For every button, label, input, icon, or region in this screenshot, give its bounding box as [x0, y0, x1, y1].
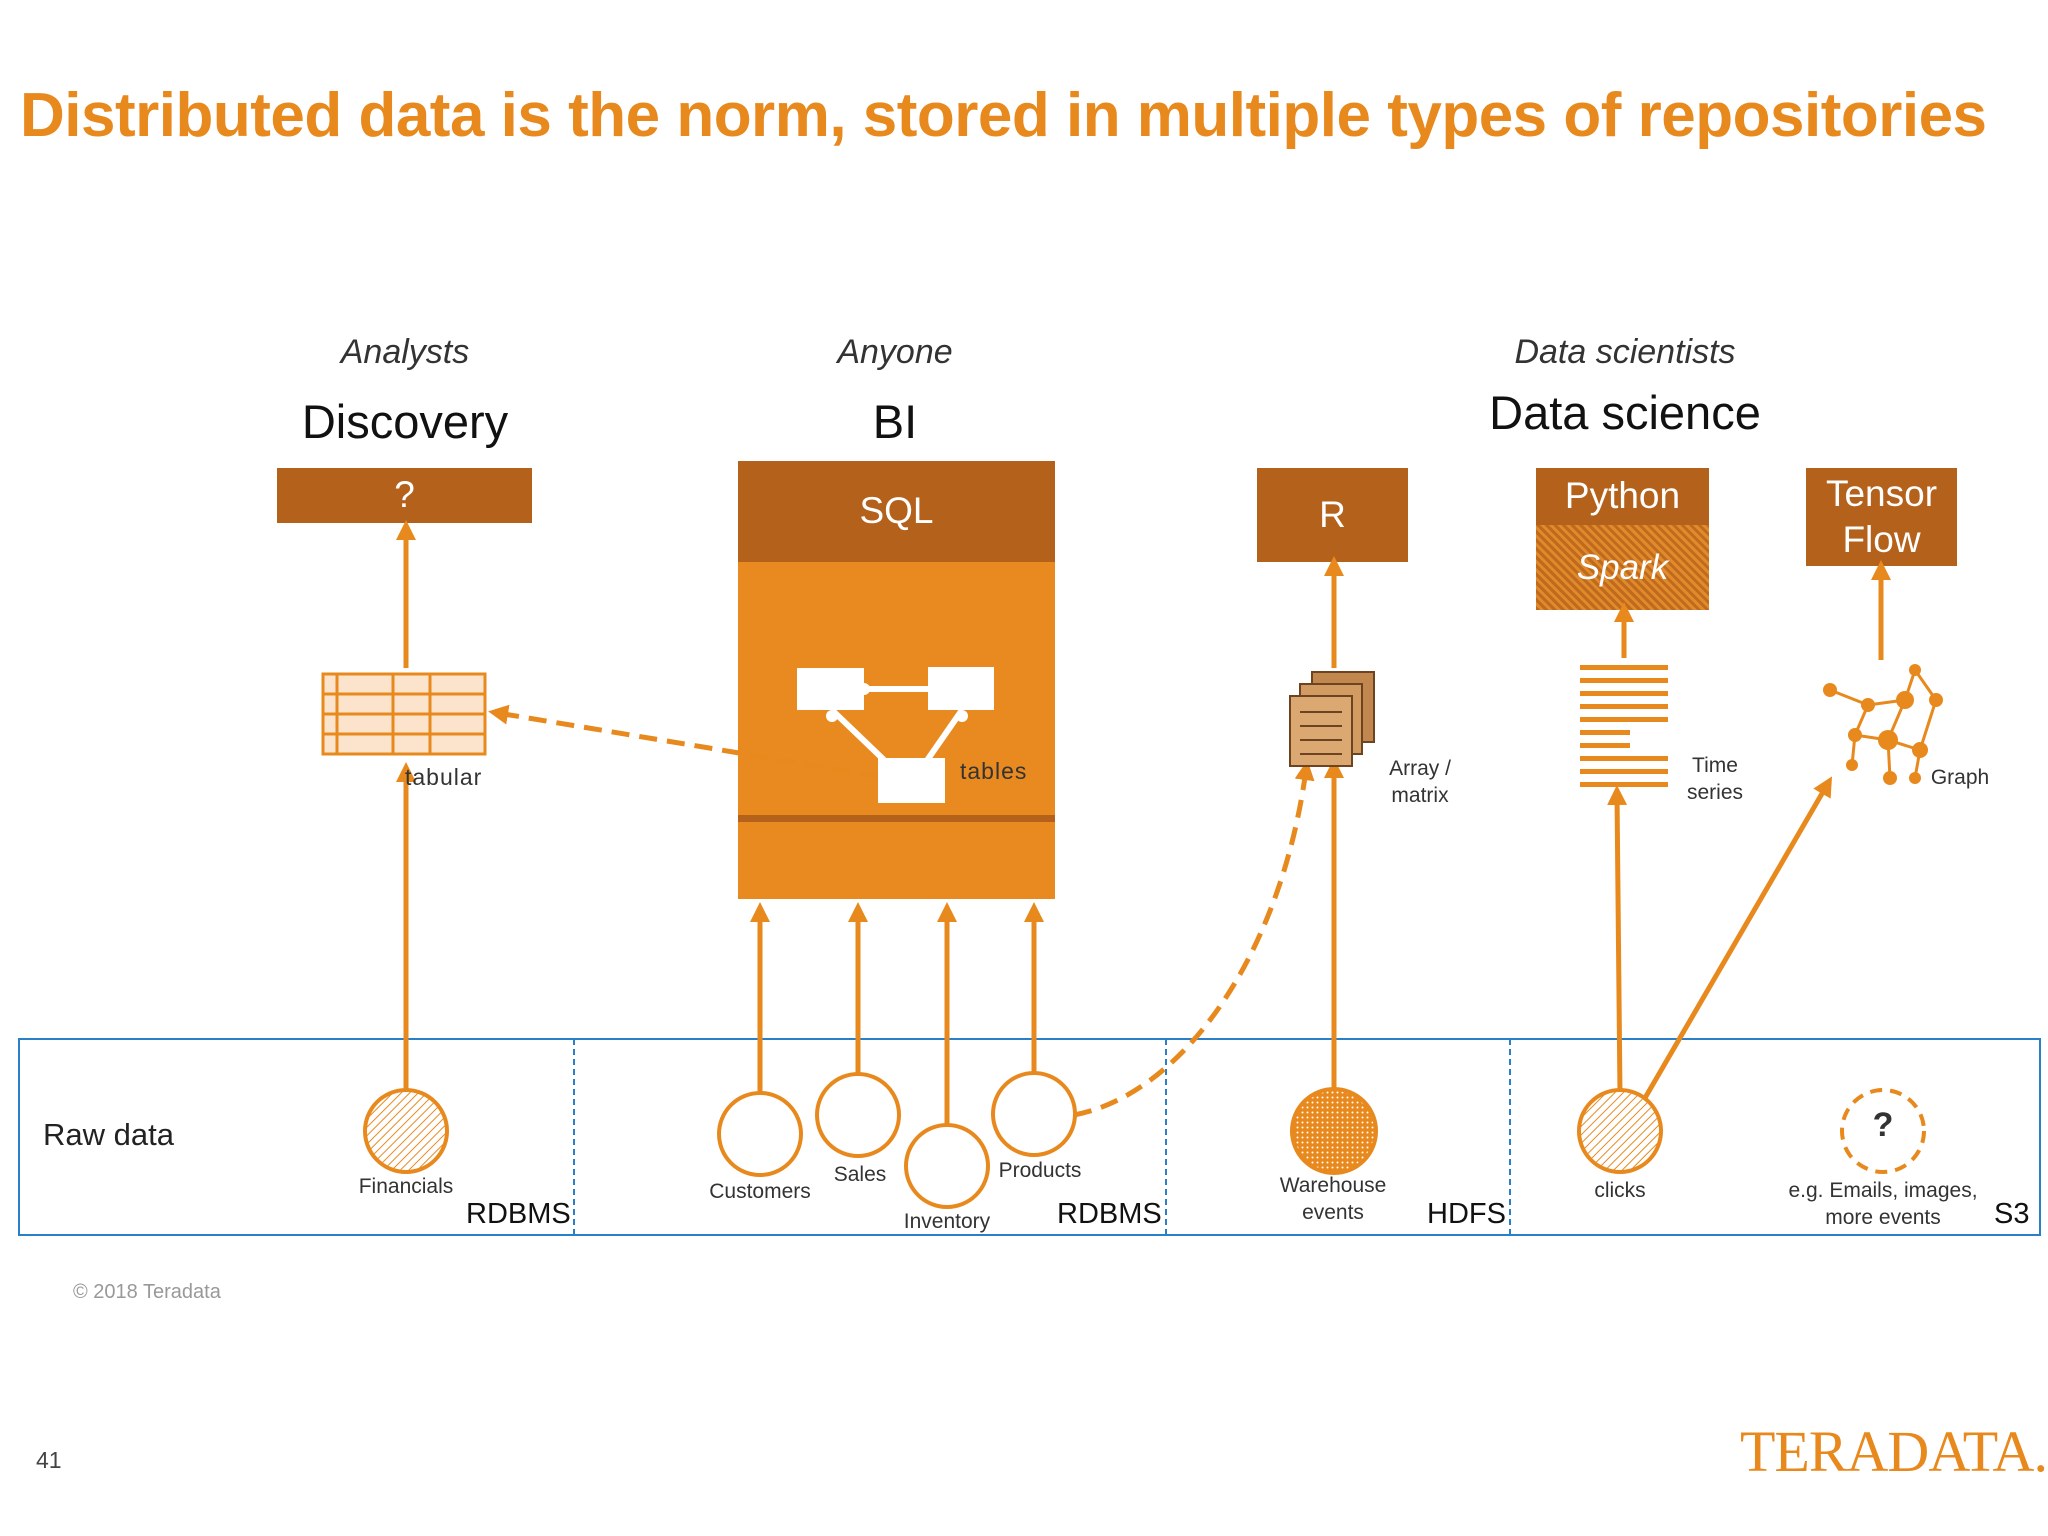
teradata-logo: TERADATA. — [1740, 1419, 2048, 1484]
time-series-label: Time series — [1686, 754, 1744, 805]
time-series-icon — [1580, 665, 1668, 787]
dashed-arrows — [488, 704, 1315, 1118]
documents-icon — [1289, 671, 1375, 767]
sql-header: SQL — [738, 461, 1055, 562]
graph-icon — [1823, 664, 1943, 785]
slide-title: Distributed data is the norm, stored in … — [20, 81, 1987, 150]
source-circles — [363, 1071, 1926, 1209]
raw-data-label: Raw data — [43, 1117, 174, 1152]
other-sources-label: e.g. Emails, images, more events — [1788, 1179, 1978, 1230]
sql-label: SQL — [859, 490, 934, 532]
category-bi: BI — [872, 395, 918, 448]
r-tool-box: R — [1257, 468, 1408, 562]
tabular-label: tabular — [405, 764, 483, 790]
graph-label: Graph — [1930, 766, 1990, 789]
repo-rdbms-2: RDBMS — [1057, 1198, 1162, 1230]
sales-circle — [815, 1072, 901, 1158]
discovery-tool-box: ? — [277, 468, 532, 523]
financials-label: Financials — [358, 1175, 454, 1198]
sales-label: Sales — [833, 1163, 887, 1186]
category-data-science: Data science — [1489, 386, 1761, 439]
repo-s3: S3 — [1994, 1198, 2030, 1230]
role-analysts: Analysts — [340, 333, 470, 371]
python-spark-box: Python Spark — [1536, 468, 1709, 610]
repo-rdbms-1: RDBMS — [466, 1198, 571, 1230]
array-matrix-label: Array / matrix — [1389, 757, 1451, 808]
python-header: Python — [1536, 468, 1709, 525]
copyright: © 2018 Teradata — [73, 1281, 221, 1303]
sql-divider — [738, 815, 1055, 822]
tabular-icon — [321, 672, 487, 756]
unknown-source-circle — [1840, 1088, 1926, 1174]
products-circle — [991, 1071, 1077, 1157]
customers-circle — [717, 1091, 803, 1177]
products-label: Products — [998, 1159, 1082, 1182]
flow-arrows — [396, 520, 1891, 1125]
tables-label: tables — [960, 758, 1028, 784]
python-label: Python — [1564, 475, 1681, 517]
category-discovery: Discovery — [301, 395, 509, 448]
spark-section: Spark — [1536, 525, 1709, 610]
repo-hdfs: HDFS — [1427, 1198, 1506, 1230]
inventory-label: Inventory — [903, 1210, 991, 1233]
unknown-source-symbol: ? — [1872, 1106, 1894, 1144]
spark-label: Spark — [1576, 547, 1669, 587]
warehouse-events-circle — [1290, 1087, 1378, 1175]
tensor-flow-label: Tensor Flow — [1825, 472, 1938, 560]
tables-icon — [797, 667, 994, 803]
sql-engine-box: SQL — [738, 461, 1055, 899]
r-label: R — [1319, 493, 1346, 535]
inventory-circle — [904, 1123, 990, 1209]
tensor-flow-box: Tensor Flow — [1806, 468, 1957, 566]
raw-data-frame — [18, 1038, 2041, 1236]
role-anyone: Anyone — [837, 333, 953, 371]
role-data-scientists: Data scientists — [1514, 333, 1736, 371]
clicks-circle — [1577, 1088, 1663, 1174]
warehouse-events-label: Warehouse events — [1279, 1174, 1387, 1225]
page-number: 41 — [36, 1447, 62, 1473]
clicks-label: clicks — [1594, 1179, 1646, 1202]
discovery-tool-label: ? — [394, 474, 415, 516]
financials-circle — [363, 1088, 449, 1174]
customers-label: Customers — [709, 1180, 811, 1203]
